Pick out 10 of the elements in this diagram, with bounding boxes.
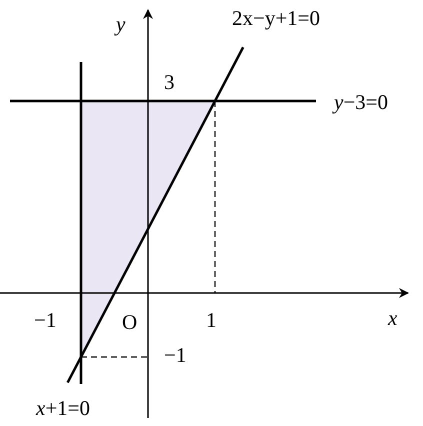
line-equation: y−3=0 bbox=[334, 92, 388, 113]
tick-label: 1 bbox=[206, 310, 216, 331]
origin-label: O bbox=[122, 312, 138, 333]
tick-label: −1 bbox=[34, 310, 56, 331]
tick-label: −1 bbox=[164, 345, 186, 366]
line-equation: 2x−y+1=0 bbox=[232, 8, 320, 29]
tick-label: 3 bbox=[164, 72, 174, 93]
axis-label: x bbox=[388, 308, 398, 329]
line-equation: x+1=0 bbox=[36, 398, 90, 419]
axis-label: y bbox=[116, 14, 126, 35]
